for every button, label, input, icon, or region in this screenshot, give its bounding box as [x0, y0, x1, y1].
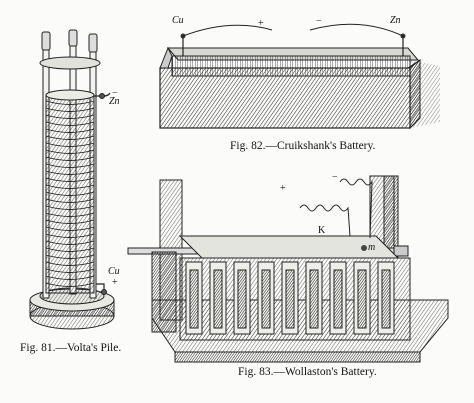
label-minus-volta: − — [112, 88, 118, 99]
label-minus-wollaston: − — [332, 172, 338, 183]
caption-fig82: Fig. 82.—Cruikshank's Battery. — [230, 140, 376, 152]
label-plus-volta: + — [112, 277, 118, 288]
wollaston-battery-figure — [127, 175, 449, 363]
label-k-wollaston: K — [318, 225, 326, 236]
label-m-wollaston: m — [368, 242, 376, 253]
caption-fig81: Fig. 81.—Volta's Pile. — [20, 342, 122, 354]
label-zn-cruikshank: Zn — [390, 15, 401, 26]
label-plus-cruikshank: + — [258, 18, 264, 29]
caption-fig83: Fig. 83.—Wollaston's Battery. — [238, 366, 377, 378]
label-minus-cruikshank: − — [316, 16, 322, 27]
volta-pile-figure — [29, 29, 115, 330]
label-cu-cruikshank: Cu — [172, 15, 184, 26]
label-zn-volta: Zn — [109, 96, 120, 107]
cruikshank-battery-figure — [159, 23, 440, 130]
label-cu-volta: Cu — [108, 266, 120, 277]
label-plus-wollaston: + — [280, 183, 286, 194]
